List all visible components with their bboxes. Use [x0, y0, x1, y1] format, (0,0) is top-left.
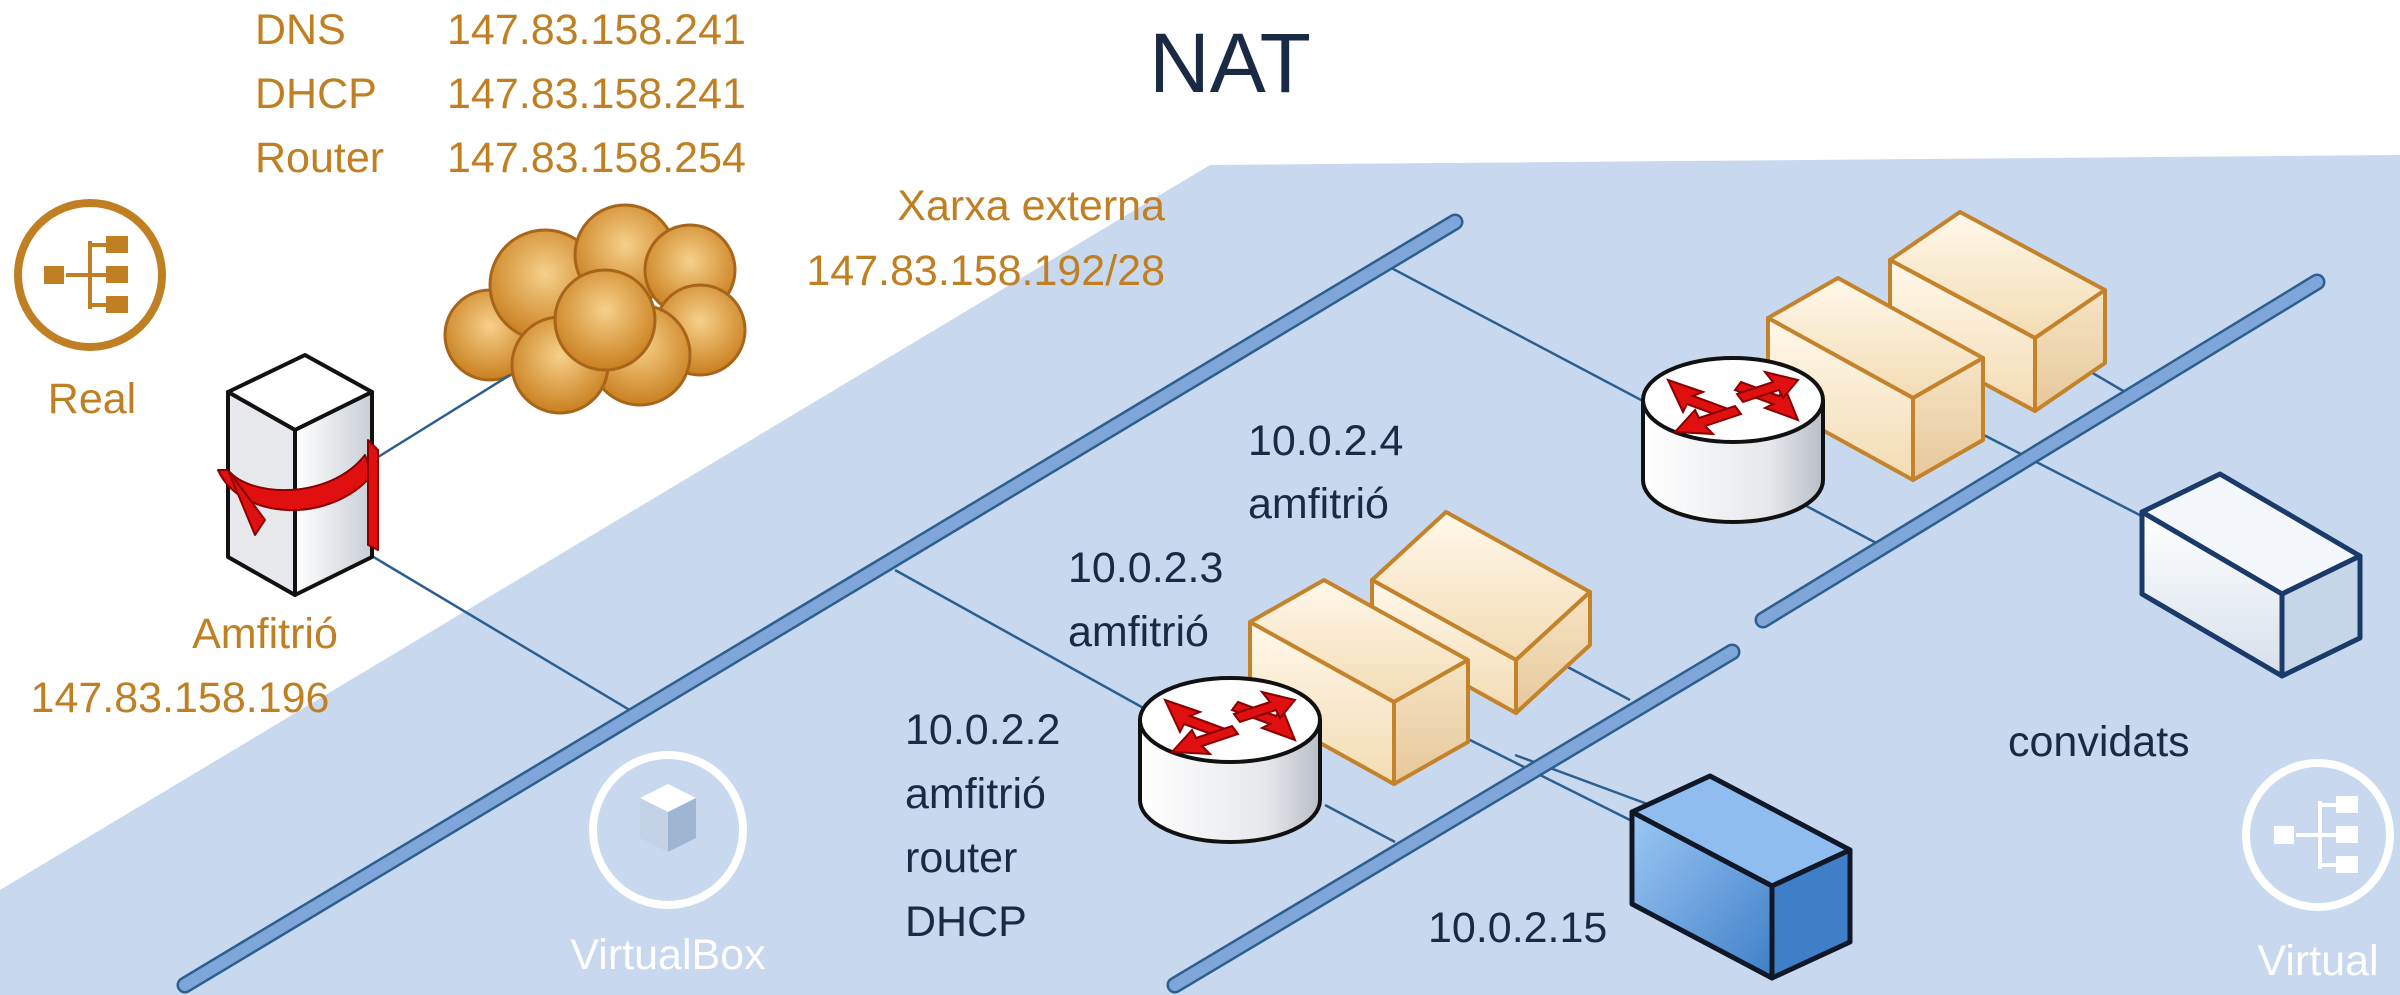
guest-vm	[1629, 773, 1853, 981]
config-name-dns: DNS	[255, 6, 346, 54]
config-name-dhcp: DHCP	[255, 70, 377, 118]
network-buses	[176, 213, 2326, 994]
real-network-icon	[14, 199, 166, 351]
nat2-service-box-front	[1766, 276, 1985, 482]
page-title: NAT	[1149, 16, 1311, 110]
host-ip: 147.83.158.196	[31, 674, 330, 722]
config-value-dhcp: 147.83.158.241	[447, 70, 746, 118]
nat-labels: 10.0.2.4 amfitrió 10.0.2.3 amfitrió 10.0…	[905, 417, 2190, 952]
virtual-label: Virtual	[2257, 937, 2378, 985]
host-label: Amfitrió	[192, 610, 338, 658]
config-name-router: Router	[255, 134, 384, 182]
nat2-service-box-back	[1888, 210, 2107, 413]
role-10-0-2-3: amfitrió	[1068, 608, 1209, 656]
ip-10-0-2-4: 10.0.2.4	[1248, 417, 1403, 465]
role-10-0-2-4: amfitrió	[1248, 480, 1389, 528]
internet-cloud	[443, 203, 747, 415]
guest-vm-2	[2139, 471, 2363, 679]
config-value-router: 147.83.158.254	[447, 134, 746, 182]
host-server	[217, 353, 379, 597]
external-network-cidr: 147.83.158.192/28	[806, 247, 1165, 295]
virtualbox-label: VirtualBox	[570, 931, 766, 979]
external-network-label: Xarxa externa	[897, 182, 1165, 230]
nat1-router	[1138, 676, 1322, 844]
ip-10-0-2-2: 10.0.2.2	[905, 706, 1060, 754]
virtual-network-icon	[2242, 759, 2394, 911]
guests-label: convidats	[2008, 718, 2190, 766]
nat1-service-box-front	[1248, 578, 1470, 786]
config-value-dns: 147.83.158.241	[447, 6, 746, 54]
role-10-0-2-2-a: amfitrió	[905, 770, 1046, 818]
ip-10-0-2-3: 10.0.2.3	[1068, 544, 1223, 592]
host-config-list: DNS 147.83.158.241 DHCP 147.83.158.241 R…	[255, 6, 746, 182]
role-10-0-2-2-b: router	[905, 834, 1017, 882]
guest-ip: 10.0.2.15	[1428, 904, 1607, 952]
role-10-0-2-2-c: DHCP	[905, 898, 1027, 946]
real-label: Real	[48, 375, 136, 423]
nat2-router	[1641, 356, 1825, 524]
virtualbox-icon	[589, 751, 747, 909]
